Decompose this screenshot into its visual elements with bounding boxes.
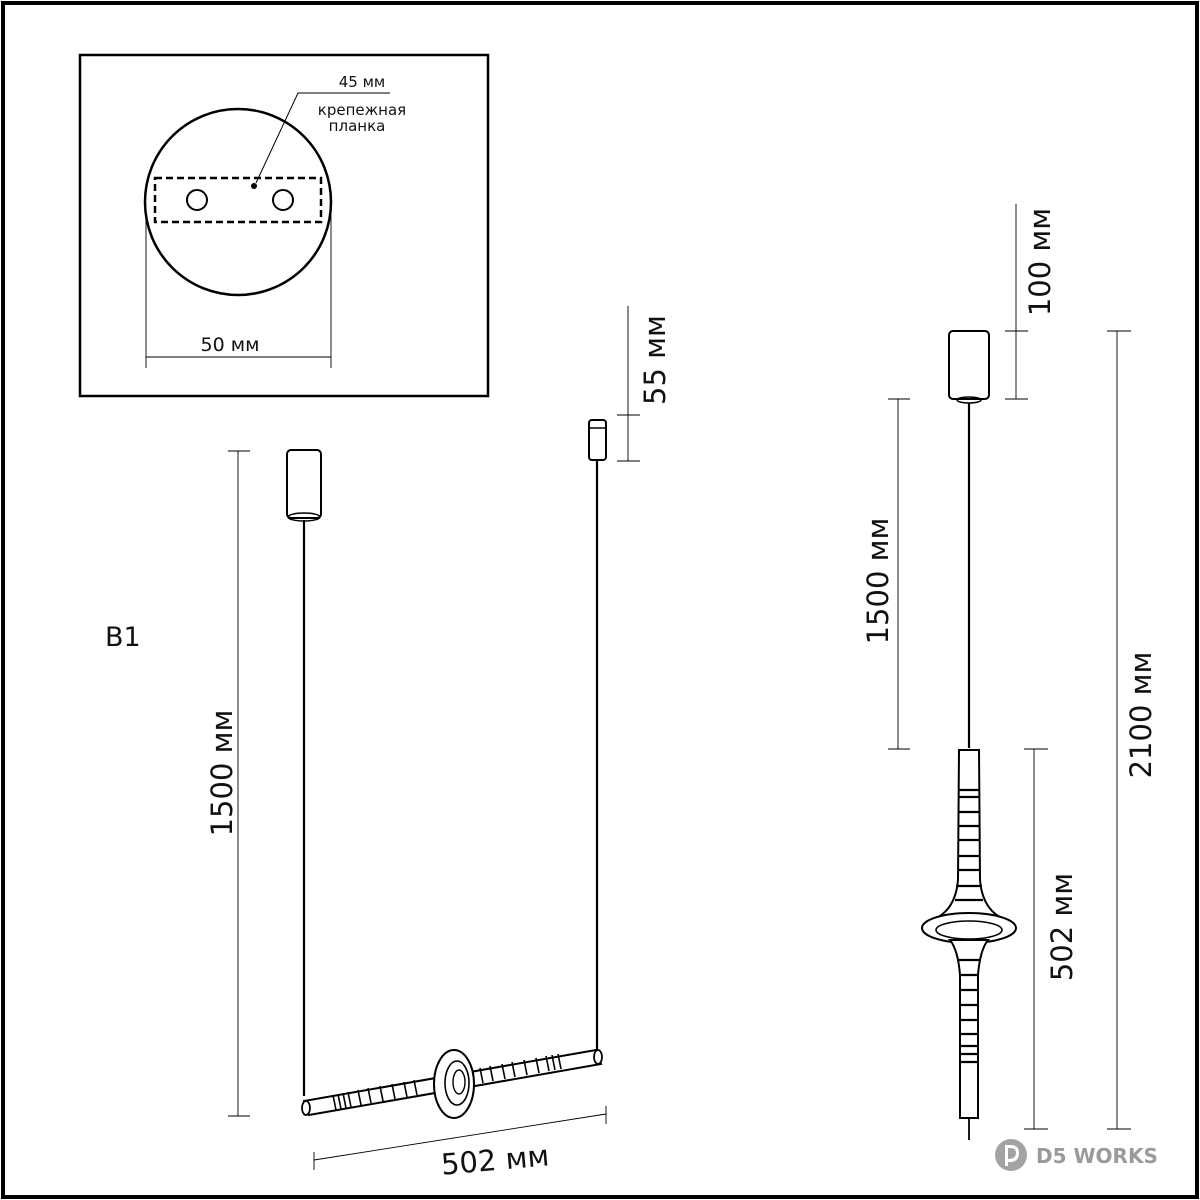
front-view: 100 мм 1500 мм 502 мм 2100 мм: [861, 204, 1158, 1140]
watermark-logo-icon: [995, 1139, 1027, 1171]
mounting-plate-label-line1: крепежная: [318, 101, 406, 119]
lamp-rings: [955, 788, 983, 1064]
mounting-plate: [153, 176, 323, 224]
leader-line: [255, 92, 390, 184]
lamp-rod-end-right: [593, 1049, 603, 1065]
front-canopy: [948, 330, 990, 400]
front-total-height-label: 2100 мм: [1124, 652, 1158, 779]
front-canopy-height-label: 100 мм: [1023, 208, 1057, 316]
lamp-disc-inner: [452, 1069, 466, 1095]
front-lamp-length-label: 502 мм: [1045, 873, 1079, 981]
lamp-upper-body: [936, 749, 1002, 917]
inset-frame: [78, 53, 490, 398]
watermark-text: D5 WORKS: [1036, 1144, 1158, 1168]
watermark: D5 WORKS: [995, 1139, 1158, 1171]
lamp-rod-end-left: [301, 1100, 311, 1116]
iso-lamp-length-label: 502 мм: [440, 1138, 551, 1181]
watermark-logo-glyph: [1005, 1145, 1019, 1166]
canopy-circle: [143, 107, 333, 297]
canopy-left: [286, 449, 322, 519]
canopy-diameter-label: 50 мм: [201, 334, 260, 356]
horizontal-lamp: [301, 1048, 603, 1119]
detail-inset: 45 мм крепежная планка 50 мм: [78, 53, 490, 398]
front-suspension-length-label: 1500 мм: [861, 518, 895, 645]
canopy-right: [588, 419, 607, 461]
iso-suspension-length-label: 1500 мм: [205, 710, 239, 837]
screw-hole-right: [272, 189, 294, 211]
vertical-lamp: [921, 749, 1017, 1140]
iso-canopy-height-label: 55 мм: [638, 315, 672, 405]
plate-center-dot: [251, 183, 257, 189]
iso-lamp-dim-line: [313, 1113, 607, 1161]
screw-hole-left: [186, 189, 208, 211]
lamp-rod-rings: [332, 1053, 562, 1111]
mounting-plate-label-line2: планка: [329, 117, 386, 135]
lamp-lower-body: [947, 939, 991, 1119]
isometric-view: 1500 мм 55 мм 502 мм: [205, 306, 672, 1182]
mounting-plate-size-label: 45 мм: [339, 73, 386, 91]
variant-label: B1: [105, 622, 141, 653]
